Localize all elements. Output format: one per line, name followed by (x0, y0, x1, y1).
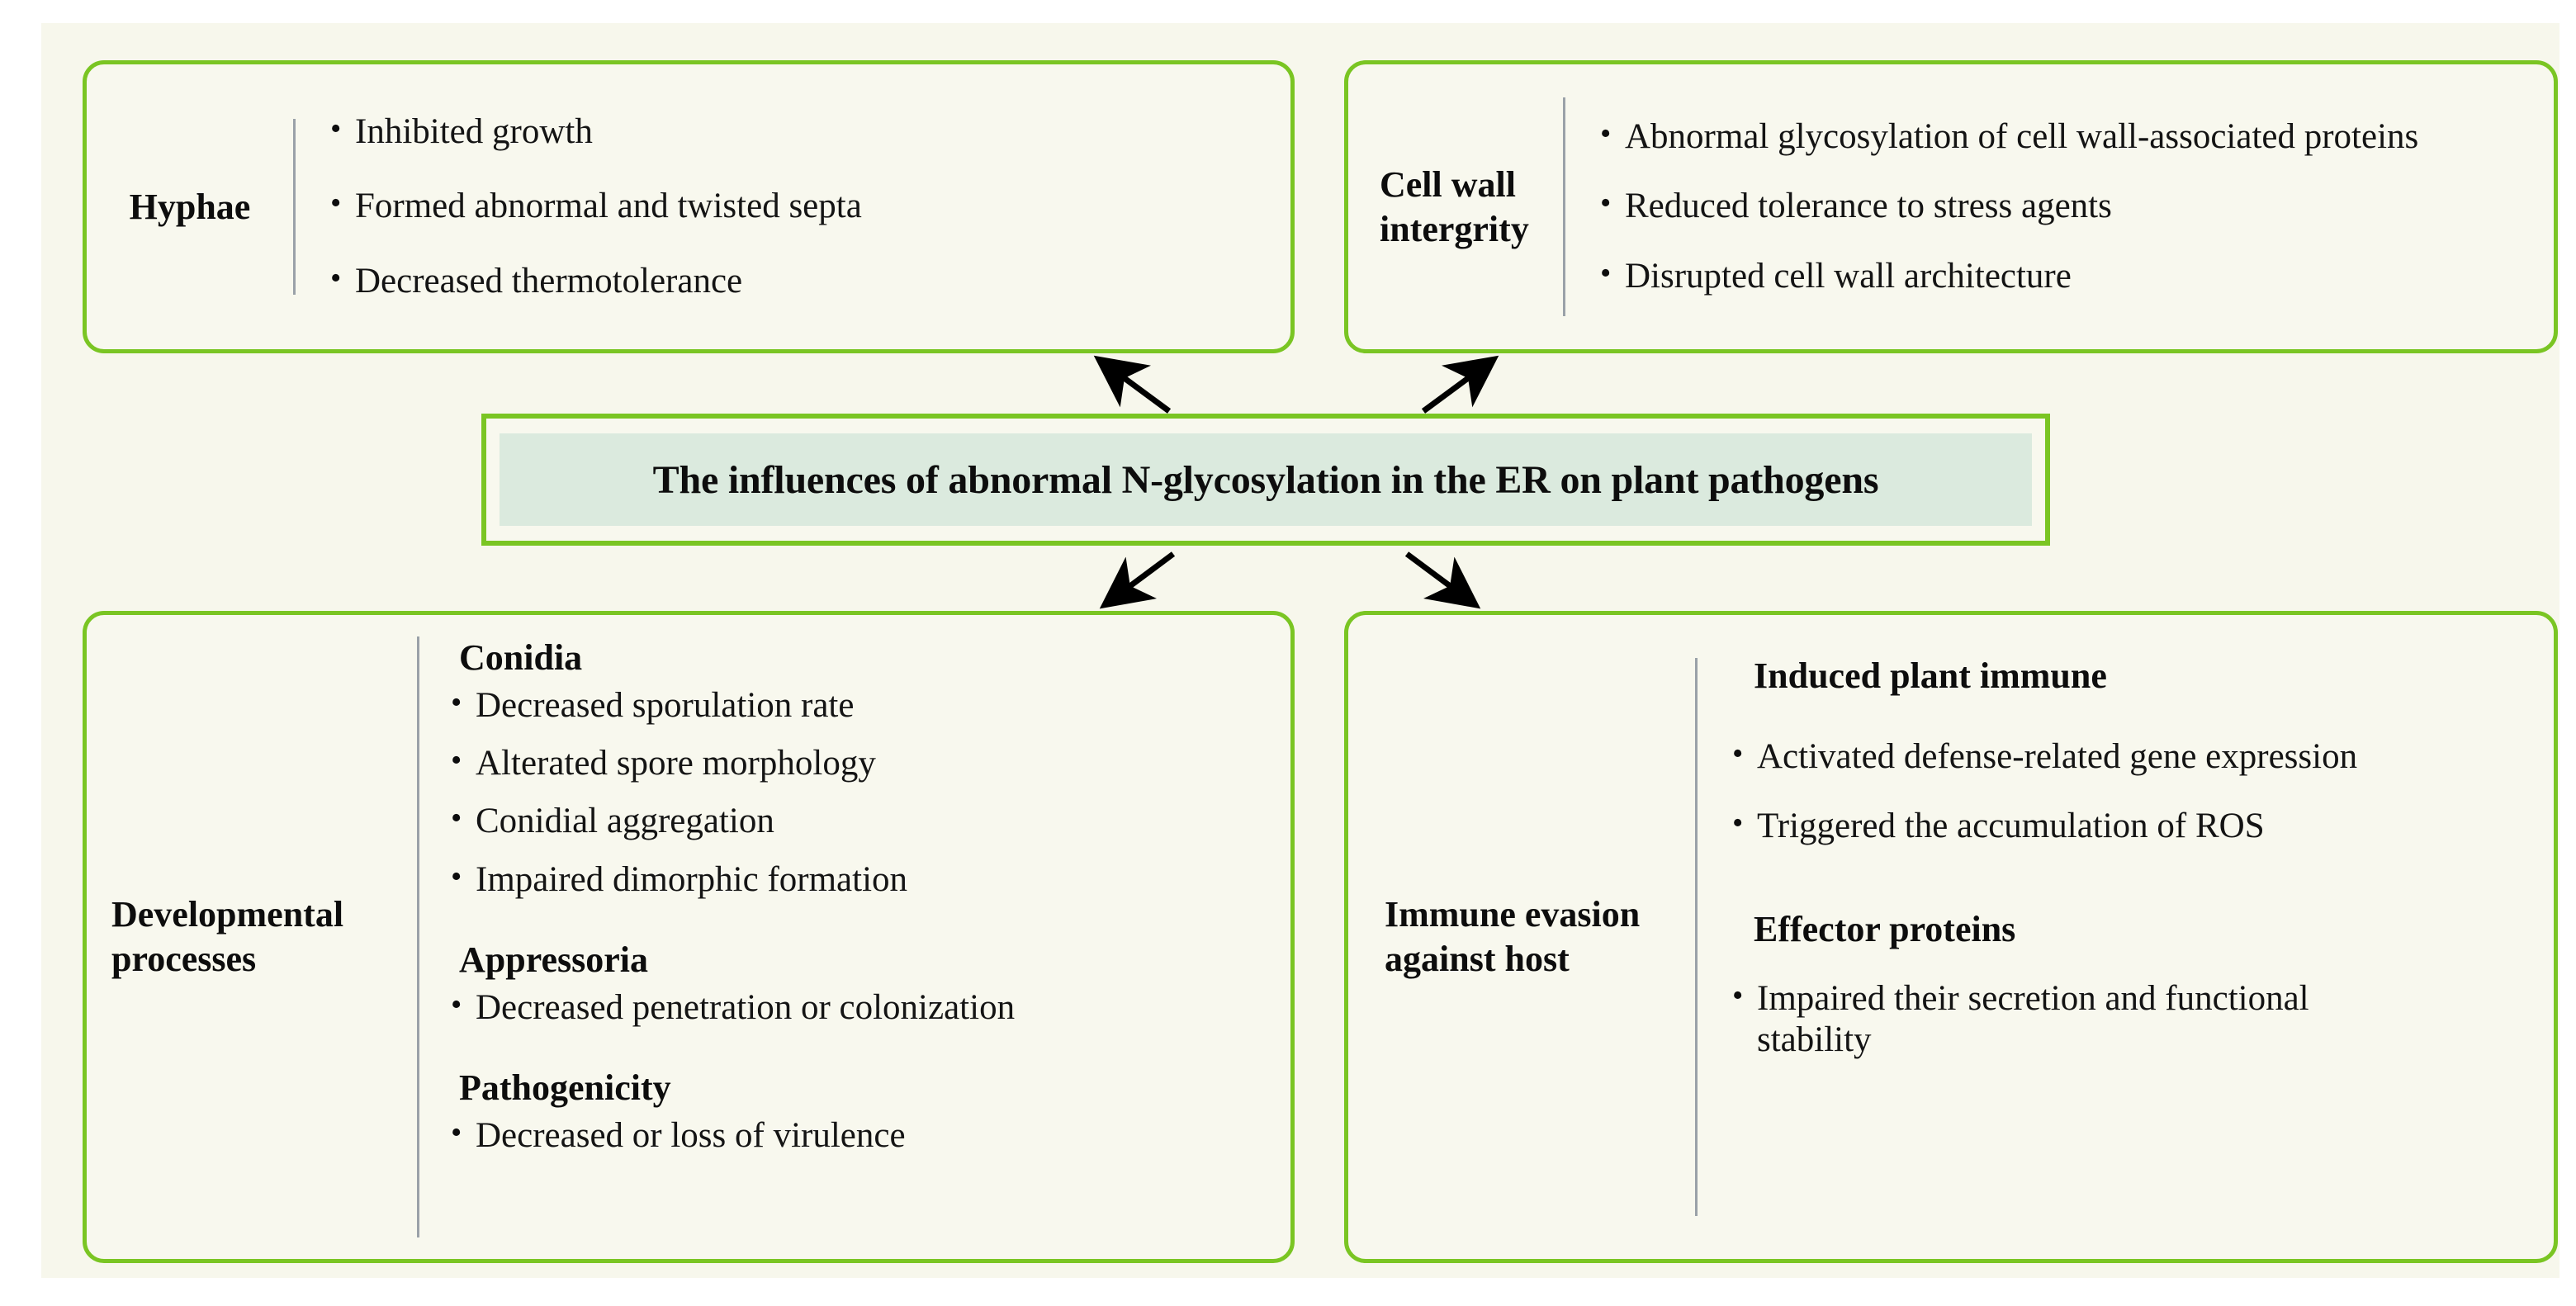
spacer (447, 1045, 1274, 1067)
card-hyphae: Hyphae Inhibited growth Formed abnormal … (83, 60, 1295, 353)
arrow-to-hyphae-icon (1093, 355, 1172, 414)
card-cell-wall-label-line2: intergrity (1380, 208, 1529, 249)
group-heading-pathogenicity: Pathogenicity (459, 1067, 671, 1109)
spacer (1729, 957, 2537, 978)
card-immune-body: Induced plant immune Activated defense-r… (1698, 615, 2554, 1259)
card-cell-wall-intergrity: Cell wall intergrity Abnormal glycosylat… (1344, 60, 2558, 353)
card-developmental-label-line1: Developmental (111, 894, 344, 935)
card-cell-wall-label: Cell wall intergrity (1348, 163, 1563, 251)
list-item: Disrupted cell wall architecture (1597, 255, 2532, 297)
spacer (447, 917, 1274, 939)
list-item: Inhibited growth (327, 111, 1269, 153)
card-cell-wall-bullet-list: Abnormal glycosylation of cell wall-asso… (1597, 116, 2532, 297)
card-cell-wall-body: Abnormal glycosylation of cell wall-asso… (1565, 116, 2554, 297)
list-item: Reduced tolerance to stress agents (1597, 185, 2532, 227)
card-cell-wall-divider (1563, 97, 1565, 316)
card-immune-label-line2: against host (1385, 939, 1570, 979)
arrow-to-immune-icon (1404, 551, 1481, 609)
page-title: The influences of abnormal N-glycosylati… (652, 457, 1879, 502)
list-item: Decreased sporulation rate (447, 684, 1274, 726)
card-hyphae-label: Hyphae (129, 186, 251, 227)
group-bullets-appressoria: Decreased penetration or colonization (447, 987, 1274, 1029)
card-developmental-label-line2: processes (111, 939, 257, 979)
card-immune-label: Immune evasion against host (1348, 892, 1695, 981)
list-item: Decreased penetration or colonization (447, 987, 1274, 1029)
spacer (1729, 875, 2537, 908)
card-immune-label-line1: Immune evasion (1385, 894, 1641, 935)
group-bullets-induced-plant-immune: Activated defense-related gene expressio… (1729, 736, 2537, 848)
group-heading-effector-proteins: Effector proteins (1754, 909, 2016, 950)
card-immune-divider (1695, 658, 1698, 1216)
group-bullets-effector-proteins: Impaired their secretion and functional … (1729, 977, 2537, 1062)
group-heading-induced-plant-immune: Induced plant immune (1754, 655, 2107, 696)
group-bullets-pathogenicity: Decreased or loss of virulence (447, 1114, 1274, 1157)
group-heading-conidia: Conidia (459, 637, 583, 678)
arrow-to-developmental-icon (1099, 551, 1176, 609)
spacer (1729, 703, 2537, 736)
card-developmental-body: Conidia Decreased sporulation rate Alter… (419, 615, 1290, 1259)
list-item: Conidial aggregation (447, 800, 1274, 842)
list-item: Decreased thermotolerance (327, 260, 1269, 302)
list-item: Abnormal glycosylation of cell wall-asso… (1597, 116, 2451, 158)
list-item: Impaired their secretion and functional … (1729, 977, 2335, 1062)
list-item: Activated defense-related gene expressio… (1729, 736, 2368, 778)
group-heading-appressoria: Appressoria (459, 939, 648, 980)
card-immune-evasion: Immune evasion against host Induced plan… (1344, 611, 2558, 1263)
list-item: Triggered the accumulation of ROS (1729, 805, 2537, 847)
card-developmental-processes: Developmental processes Conidia Decrease… (83, 611, 1295, 1263)
list-item: Impaired dimorphic formation (447, 859, 1274, 901)
card-hyphae-bullet-list: Inhibited growth Formed abnormal and twi… (327, 111, 1269, 302)
card-cell-wall-label-line1: Cell wall (1380, 163, 1516, 205)
center-banner: The influences of abnormal N-glycosylati… (481, 414, 2050, 546)
group-bullets-conidia: Decreased sporulation rate Alterated spo… (447, 684, 1274, 901)
center-banner-inner: The influences of abnormal N-glycosylati… (500, 433, 2032, 526)
diagram-canvas: Hyphae Inhibited growth Formed abnormal … (41, 23, 2559, 1278)
card-developmental-divider (417, 636, 419, 1237)
list-item: Formed abnormal and twisted septa (327, 185, 1269, 227)
list-item: Decreased or loss of virulence (447, 1114, 1274, 1157)
list-item: Alterated spore morphology (447, 742, 1274, 784)
arrow-to-cell-wall-icon (1421, 355, 1499, 414)
card-hyphae-body: Inhibited growth Formed abnormal and twi… (296, 111, 1290, 302)
card-hyphae-divider (293, 119, 296, 295)
card-developmental-label: Developmental processes (87, 892, 417, 981)
